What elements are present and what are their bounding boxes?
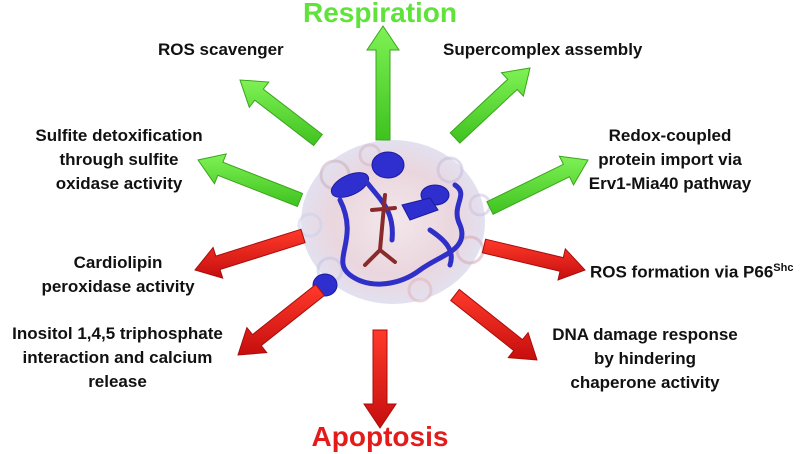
arrow-inositol-icon [237, 283, 325, 356]
arrow-sulfite-icon [197, 153, 304, 208]
arrow-apoptosis-down-icon [363, 329, 397, 429]
label-ros-scavenger: ROS scavenger [158, 40, 284, 59]
label-supercomplex-assembly: Supercomplex assembly [443, 40, 643, 59]
arrow-supercomplex-icon [449, 67, 531, 144]
arrow-ros-formation-icon [481, 238, 586, 281]
label-cardiolipin: Cardiolipin peroxidase activity [41, 253, 195, 296]
arrow-ros-scavenger-icon [239, 79, 324, 147]
protein-structure-icon [297, 140, 492, 304]
arrow-respiration-up-icon [366, 25, 400, 141]
label-dna-damage: DNA damage response by hindering chapero… [552, 325, 738, 392]
label-sulfite-detoxification: Sulfite detoxification through sulfite o… [35, 126, 203, 193]
label-redox-import: Redox-coupled protein import via Erv1-Mi… [588, 126, 752, 193]
respiration-title: Respiration [302, 0, 458, 28]
label-inositol: Inositol 1,4,5 triphosphate interaction … [12, 324, 223, 391]
label-ros-formation: ROS formation via P66Shc [590, 262, 794, 282]
arrow-dna-damage-icon [450, 288, 538, 361]
apoptosis-title: Apoptosis [311, 421, 449, 452]
arrow-cardiolipin-icon [194, 228, 306, 279]
arrow-redox-icon [486, 155, 589, 215]
